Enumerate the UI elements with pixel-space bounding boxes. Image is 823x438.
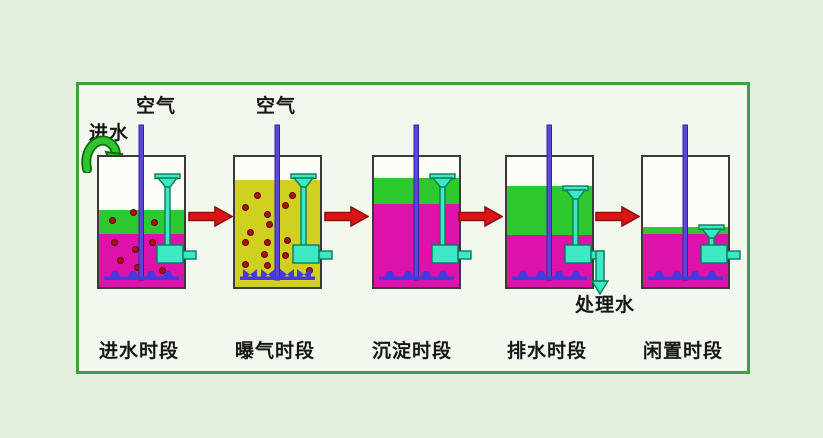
stage-label-aeration: 曝气时段 [234, 340, 315, 362]
diffuser-bump [707, 271, 717, 277]
sludge-dot [241, 260, 249, 268]
diffuser-bump [421, 271, 431, 277]
decanter-box [156, 244, 184, 264]
diffuser-bump [438, 271, 448, 277]
sludge-dot [263, 210, 271, 218]
stage-label-idle: 闲置时段 [642, 340, 723, 362]
diffuser-bump [654, 271, 664, 277]
diffuser-bump [571, 271, 581, 277]
outlet-stub [457, 250, 472, 260]
diffuser-bump [110, 271, 120, 277]
outlet-stub [726, 250, 741, 260]
diffuser-bump [518, 271, 528, 277]
process-arrow-icon [324, 206, 369, 227]
diffuser-bowtie [261, 269, 268, 280]
sludge-dot [288, 191, 296, 199]
diffuser-bowtie [297, 269, 304, 280]
tank-equipment [648, 124, 741, 281]
sludge-dot [246, 228, 254, 236]
sludge-dot [241, 238, 249, 246]
sludge-dot [131, 245, 139, 253]
diffuser-bowtie [280, 269, 287, 280]
stage-label-settling: 沉淀时段 [371, 340, 452, 362]
diffuser-bump [146, 271, 156, 277]
diffuser-line [648, 276, 723, 280]
diffuser-line [240, 276, 315, 280]
tank-decant [505, 124, 610, 296]
tank-equipment [512, 124, 610, 296]
diffuser-line [104, 276, 179, 280]
decanter-box [700, 244, 728, 264]
sludge-dot [283, 236, 291, 244]
sludge-dot [265, 220, 273, 228]
air-pipe [682, 124, 688, 281]
air-pipe [413, 124, 419, 281]
sludge-dot [158, 266, 166, 274]
process-arrow-icon [458, 206, 503, 227]
decanter-stem [300, 185, 307, 247]
diffuser-bump [128, 271, 138, 277]
tank-equipment [379, 124, 472, 281]
tank-aeration [233, 124, 333, 289]
decanter-box [564, 244, 592, 264]
diffuser-bump [536, 271, 546, 277]
diffuser-bowtie [250, 269, 257, 280]
diffuser-bump [672, 271, 682, 277]
tank-influent [97, 124, 197, 289]
decanter-box [292, 244, 320, 264]
tank-equipment [240, 124, 333, 281]
diffuser-bowtie [304, 269, 311, 280]
process-arrow-icon [188, 206, 233, 227]
sludge-dot [116, 256, 124, 264]
air-label-1: 空气 [136, 95, 177, 117]
diffuser-bump [403, 271, 413, 277]
air-pipe [138, 124, 144, 281]
diffuser-bowtie [243, 269, 250, 280]
diffuser-bump [385, 271, 395, 277]
diffuser-bowtie [287, 269, 294, 280]
decanter-funnel [156, 177, 179, 188]
tank-idle [641, 124, 741, 289]
outlet-stub [182, 250, 197, 260]
decanter-stem [164, 185, 171, 247]
diffuser-line [512, 276, 587, 280]
air-label-2: 空气 [256, 95, 297, 117]
outlet-stub [318, 250, 333, 260]
sludge-dot [129, 208, 137, 216]
sludge-dot [150, 218, 158, 226]
sludge-dot [281, 251, 289, 259]
tank-equipment [104, 124, 197, 281]
effluent-arrow-icon [590, 280, 610, 296]
sludge-dot [260, 250, 268, 258]
sludge-dot [110, 238, 118, 246]
effluent-pipe [595, 250, 605, 284]
decanter-box [431, 244, 459, 264]
diffuser-bump [690, 271, 700, 277]
tank-settling [372, 124, 472, 289]
decanter-stem [439, 185, 446, 247]
sludge-dot [263, 238, 271, 246]
diffuser-bump [163, 271, 173, 277]
process-arrow-icon [595, 206, 640, 227]
decanter-funnel [431, 177, 454, 188]
sludge-dot [241, 203, 249, 211]
diffuser-bump [554, 271, 564, 277]
sludge-dot [253, 191, 261, 199]
effluent-label: 处理水 [575, 294, 636, 316]
diffuser-line [379, 276, 454, 280]
sludge-dot [148, 238, 156, 246]
stage-label-influent: 进水时段 [98, 340, 179, 362]
sludge-dot [281, 201, 289, 209]
sludge-dot [108, 216, 116, 224]
decanter-funnel [700, 228, 723, 239]
air-pipe [546, 124, 552, 281]
diffuser-bowtie [268, 269, 275, 280]
decanter-funnel [564, 189, 587, 200]
decanter-stem [572, 197, 579, 247]
air-pipe [274, 124, 280, 281]
decanter-funnel [292, 177, 315, 188]
stage-label-decant: 排水时段 [506, 340, 587, 362]
sludge-dot [263, 261, 271, 269]
